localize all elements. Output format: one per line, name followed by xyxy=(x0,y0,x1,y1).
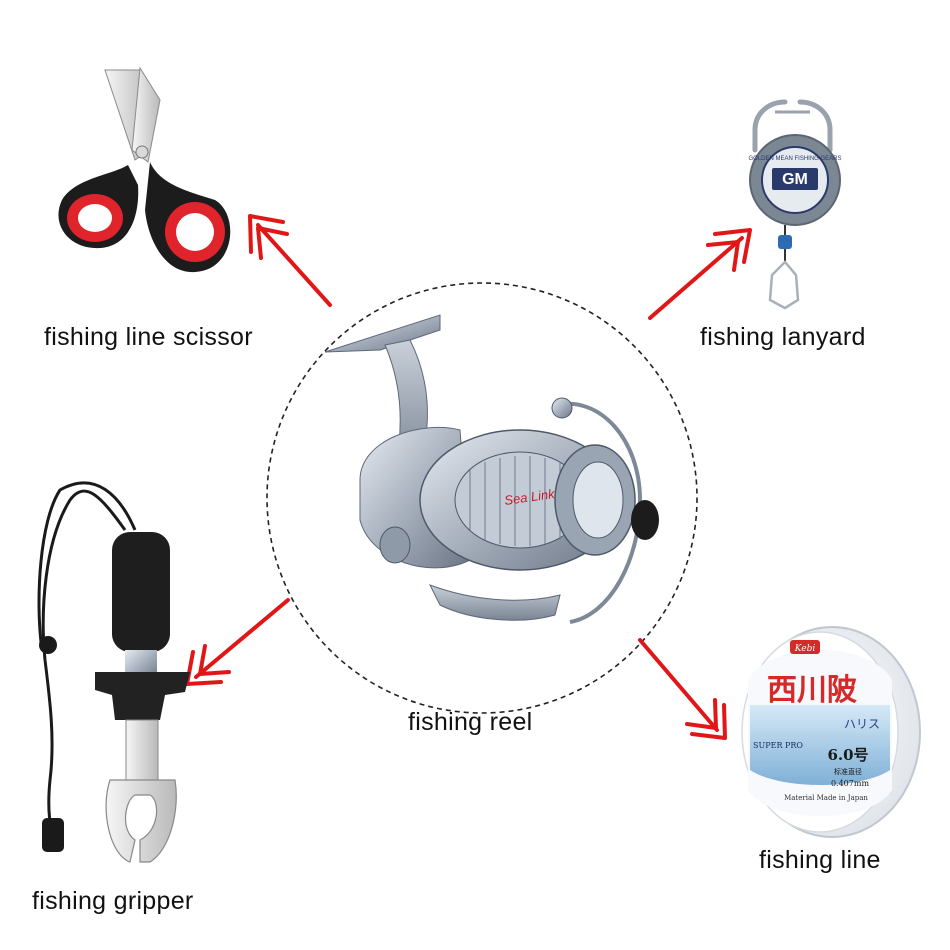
arrow-icon xyxy=(648,228,752,320)
label-fishing-lanyard: fishing lanyard xyxy=(700,323,866,351)
reel-brand: Sea Link xyxy=(503,486,557,508)
scissors-icon xyxy=(58,66,231,273)
spool-origin: Material Made in Japan xyxy=(784,794,868,802)
lanyard-icon: GM GOLDEN MEAN FISHING GEARS xyxy=(748,99,842,310)
arrow-icon xyxy=(248,214,332,307)
label-fishing-line: fishing line xyxy=(759,846,881,874)
reel-icon: Sea Link xyxy=(324,314,659,624)
spool-grade: SUPER PRO xyxy=(753,741,803,750)
label-fishing-line-scissor: fishing line scissor xyxy=(44,323,253,351)
label-fishing-reel: fishing reel xyxy=(408,708,533,736)
arrow-icon xyxy=(185,598,290,686)
lanyard-logo: GM xyxy=(782,171,808,188)
label-fishing-gripper: fishing gripper xyxy=(32,887,194,915)
spool-diameter: 0.407mm xyxy=(831,779,869,788)
arrow-icon xyxy=(638,638,727,740)
gripper-icon xyxy=(37,481,190,863)
spool-brand: Kebi xyxy=(794,644,816,654)
lanyard-ring-text: GOLDEN MEAN FISHING GEARS xyxy=(748,156,841,162)
spool-subtitle: ハリス xyxy=(844,717,880,731)
spool-size: 6.0号 xyxy=(827,746,868,764)
center-circle xyxy=(266,282,698,714)
line-spool-icon: Kebi 西川陂 ハリス SUPER PRO 6.0号 标准直径 0.407mm… xyxy=(741,626,921,838)
spool-diameter-cn: 标准直径 xyxy=(834,767,862,776)
spool-title: 西川陂 xyxy=(767,673,857,708)
